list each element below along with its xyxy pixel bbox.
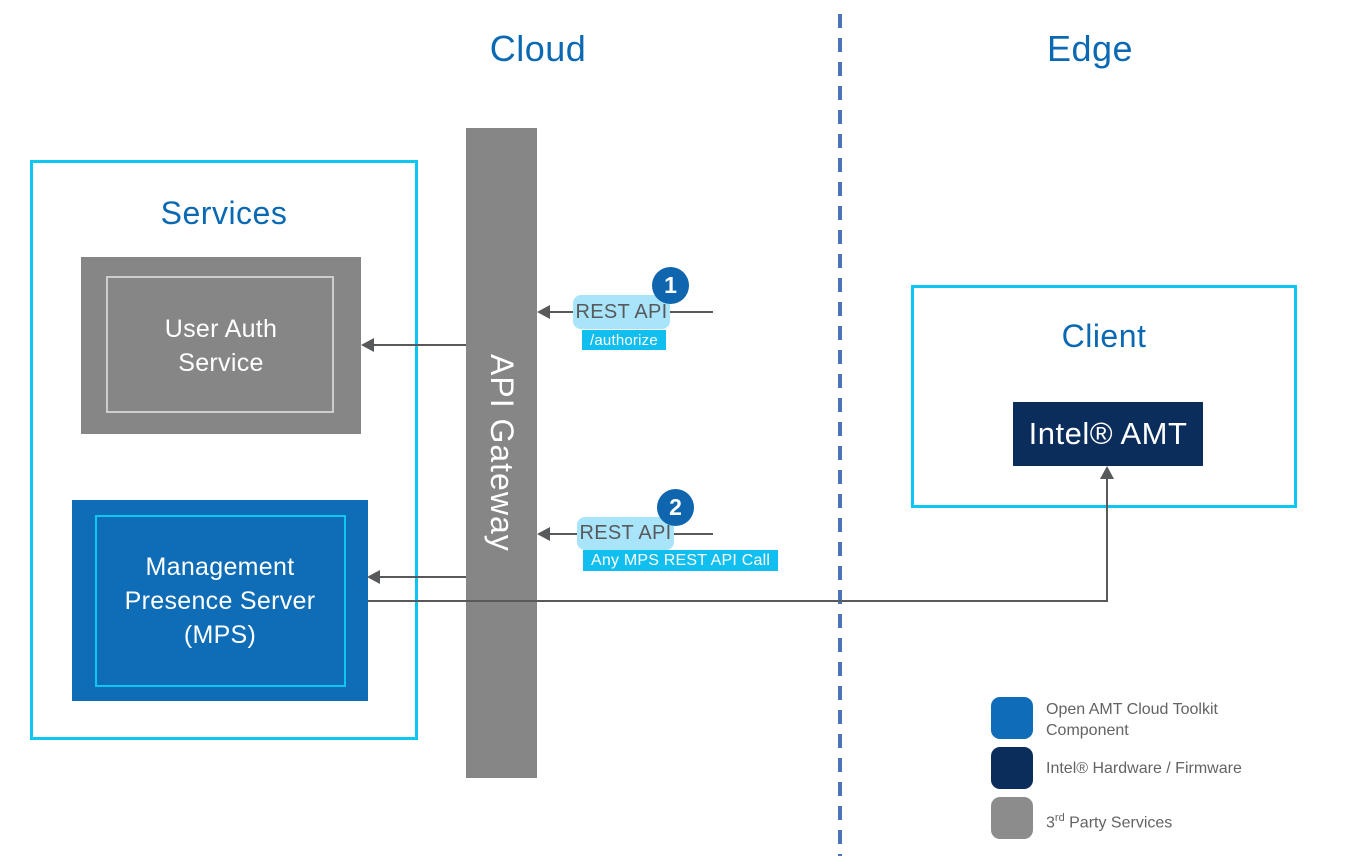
client-group-box: Client xyxy=(911,285,1297,508)
mps-label: Management Presence Server (MPS) xyxy=(125,550,316,652)
mps-box: Management Presence Server (MPS) xyxy=(72,500,368,701)
gateway-to-userauth-arrowhead-icon xyxy=(361,338,374,352)
mps-inner-frame xyxy=(95,515,346,687)
mps-label-line3: (MPS) xyxy=(183,620,257,649)
legend-label-3rd-party: 3rd Party Services xyxy=(1046,808,1172,833)
flow1-step-number-badge: 1 xyxy=(652,267,689,304)
legend-label-intel-hw: Intel® Hardware / Firmware xyxy=(1046,760,1242,777)
cloud-zone-title: Cloud xyxy=(489,28,587,69)
flow2-step-number-badge: 2 xyxy=(657,489,694,526)
gateway-to-mps-line xyxy=(379,576,466,578)
user-auth-service-box: User Auth Service xyxy=(81,257,361,434)
legend-label-open-amt: Open AMT Cloud Toolkit Component xyxy=(1046,701,1218,739)
edge-zone-title: Edge xyxy=(1046,28,1134,69)
api-gateway-bar: API Gateway xyxy=(466,128,537,778)
gateway-to-userauth-line xyxy=(373,344,466,346)
flow1-detail-label: /authorize xyxy=(582,330,666,350)
services-group-box: Services xyxy=(30,160,418,740)
legend-swatch-open-amt xyxy=(991,697,1033,739)
flow2-rest-api-label: REST API xyxy=(577,517,674,550)
api-gateway-label: API Gateway xyxy=(484,354,520,552)
legend-3rd-party-prefix: 3 xyxy=(1046,814,1055,832)
legend-swatch-3rd-party xyxy=(991,797,1033,839)
cloud-edge-divider xyxy=(838,14,842,856)
user-auth-inner-frame xyxy=(106,276,334,413)
flow2-detail-label: Any MPS REST API Call xyxy=(583,550,779,571)
flow1-rest-api-label: REST API xyxy=(573,295,670,329)
services-title: Services xyxy=(160,195,288,231)
user-auth-label-line1: User Auth xyxy=(164,314,278,343)
amt-arrowhead-icon xyxy=(1100,466,1114,479)
mps-to-amt-horizontal-line xyxy=(368,600,1108,602)
mps-to-amt-vertical-line xyxy=(1106,477,1108,602)
user-auth-label-line2: Service xyxy=(178,348,264,377)
gateway-to-mps-arrowhead-icon xyxy=(367,570,380,584)
user-auth-label: User Auth Service xyxy=(165,312,277,380)
client-title: Client xyxy=(1061,318,1147,354)
intel-amt-box: Intel® AMT xyxy=(1013,402,1203,466)
flow2-arrowhead-icon xyxy=(537,527,550,541)
legend-3rd-party-sup: rd xyxy=(1054,812,1065,824)
mps-label-line1: Management xyxy=(145,552,295,581)
legend-swatch-intel-hw xyxy=(991,747,1033,789)
legend-3rd-party-suffix: Party Services xyxy=(1064,814,1173,832)
flow1-arrowhead-icon xyxy=(537,305,550,319)
mps-label-line2: Presence Server xyxy=(124,586,316,615)
